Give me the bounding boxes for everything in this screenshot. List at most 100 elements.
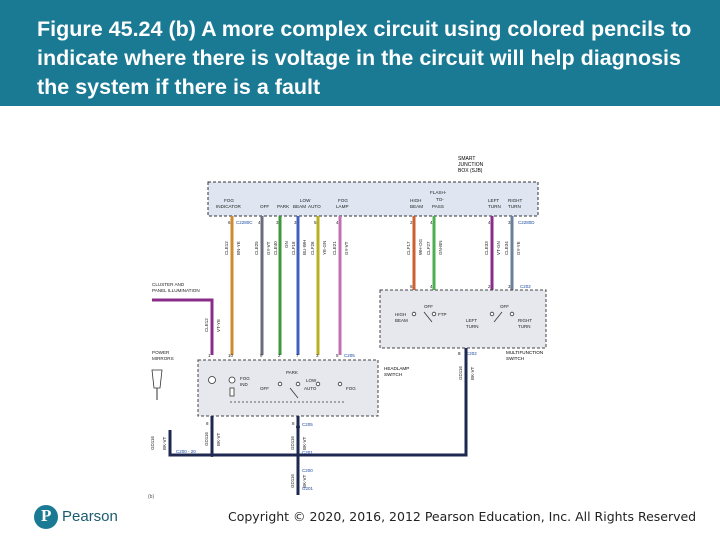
multifunction-connector: C202 <box>520 284 531 289</box>
ground-label: GD116 <box>150 436 155 450</box>
multifunction-c202: C202 <box>466 351 477 356</box>
ground-wire <box>168 348 468 457</box>
wire-label: CLE12 <box>224 241 229 255</box>
ground-label: BK-VT <box>302 474 307 488</box>
pin-number: 2 <box>488 284 491 289</box>
smart-junction-box <box>207 181 539 217</box>
pearson-logo-text: Pearson <box>62 508 118 525</box>
wire-label: GN <box>284 241 289 248</box>
sjb-connector-c: C2280C <box>236 220 253 225</box>
wiring-diagram: SMART JUNCTION BOX (SJB) FOG INDICATOR O… <box>148 156 547 500</box>
wire-label: CLF26 <box>310 241 315 255</box>
ground-label: GD116 <box>204 432 209 446</box>
wire-label: GY-VT <box>344 241 349 255</box>
switch-label: TURN <box>466 324 479 329</box>
wire-label: VT-YE <box>216 319 221 332</box>
pin-number: 7 <box>296 353 299 358</box>
switch-label: PARK <box>286 370 298 375</box>
pin-number: 6 <box>228 220 231 225</box>
relay-label: AUTO <box>308 204 321 209</box>
pin-number: 8 <box>292 421 295 426</box>
pin-number: 9 <box>260 353 263 358</box>
switch-label: OFF <box>260 386 269 391</box>
copyright-notice: Copyright © 2020, 2016, 2012 Pearson Edu… <box>228 509 697 524</box>
headlamp-connector: C205 <box>344 353 355 358</box>
wire-label: CLF27 <box>426 241 431 255</box>
headlamp-labels: FOG IND PARK LOW OFF AUTO FOG <box>240 370 356 391</box>
relay-label: PARK <box>277 204 290 209</box>
pin-number: 6 <box>410 284 413 289</box>
wire-label: GY-VT <box>266 241 271 255</box>
power-mirrors-connector <box>151 369 163 389</box>
switch-label: LEFT <box>466 318 477 323</box>
wire-cluster-illumination <box>152 298 214 355</box>
wire-label: CLE12 <box>204 318 209 332</box>
relay-label: FLASH- <box>430 190 447 195</box>
relay-label: LEFT <box>488 198 499 203</box>
pin-number: 4 <box>430 284 433 289</box>
wire-label: CLE25 <box>254 241 259 255</box>
multifunction-labels: HIGH BEAM OFF FTP LEFT TURN OFF RIGHT TU… <box>395 304 532 329</box>
figure-part-label: (b) <box>148 494 154 500</box>
splice-label: C201 <box>302 450 313 455</box>
switch-label: HIGH <box>395 312 406 317</box>
ground-label: BK-VT <box>216 432 221 446</box>
splice-label: C205 <box>302 422 313 427</box>
wire-label: BN-YE <box>236 241 241 255</box>
switch-label: FOG <box>240 376 250 381</box>
relay-label: LOW <box>300 198 311 203</box>
multifunction-switch <box>379 289 547 349</box>
slide-title: Figure 45.24 (b) A more complex circuit … <box>37 17 692 99</box>
relay-label: PASS <box>432 204 444 209</box>
relay-label: TURN <box>508 204 521 209</box>
ground-label: GD116 <box>458 366 463 380</box>
sjb-label-1: SMART <box>458 156 475 162</box>
relay-label: INDICATOR <box>216 204 242 209</box>
wire-label: GY-YE <box>516 241 521 255</box>
relay-label: BEAM <box>293 204 306 209</box>
sjb-label-2: JUNCTION <box>458 162 484 168</box>
headlamp-name-1: HEADLAMP <box>384 366 409 371</box>
sjb-connector-d: C2280D <box>518 220 535 225</box>
wire-label: GN-BN <box>438 241 443 256</box>
relay-label: BEAM <box>410 204 423 209</box>
ground-label: BK-VT <box>470 366 475 380</box>
cluster-label: CLUSTER AND <box>152 282 185 287</box>
wire-label: CLF18 <box>291 241 296 255</box>
wire-label: CLE21 <box>332 241 337 255</box>
splice-labels: C205 C201 C200 C200 - 20 G201 <box>176 422 314 491</box>
switch-label: OFF <box>500 304 509 309</box>
relay-label: OFF <box>260 204 269 209</box>
headlamp-name-2: SWITCH <box>384 372 402 377</box>
mirrors-label: MIRRORS <box>152 356 174 361</box>
ground-label: GD116 <box>290 436 295 450</box>
multifunction-name-1: MULTIFUNCTION <box>506 350 543 355</box>
wire-label: CLE33 <box>484 241 489 255</box>
relay-label: FOG <box>224 198 234 203</box>
splice-dots <box>210 425 300 457</box>
switch-label: TURN <box>518 324 531 329</box>
pin-number: 8 <box>206 421 209 426</box>
sjb-pin-numbers: 6 47 31 30 51 48 27 43 42 39 <box>228 220 514 225</box>
wire-labels: CLE12 BN-YE CLE25 GY-VT CLE40 GN CLF18 B… <box>204 239 521 332</box>
switch-label: BEAM <box>395 318 408 323</box>
switch-label: OFF <box>424 304 433 309</box>
wire-label: CLF17 <box>406 241 411 255</box>
sjb-label-3: BOX (SJB) <box>458 168 483 174</box>
relay-label: TURN <box>488 204 501 209</box>
wire-label: CLE40 <box>273 241 278 255</box>
switch-label: IND <box>240 382 249 387</box>
ground-label: BK-VT <box>302 436 307 450</box>
multifunction-contacts <box>411 311 515 323</box>
header-bar: Figure 45.24 (b) A more complex circuit … <box>0 0 720 106</box>
left-labels: CLUSTER AND PANEL ILLUMINATION POWER MIR… <box>152 282 200 361</box>
ground-label: BK-VT <box>162 436 167 450</box>
switch-label: RIGHT <box>518 318 532 323</box>
sjb-relay-labels: FOG INDICATOR OFF PARK LOW BEAM AUTO FOG… <box>216 190 522 209</box>
pearson-logo-icon: P <box>34 505 58 529</box>
wire-label: CLE34 <box>504 241 509 255</box>
ground-label: GD116 <box>290 474 295 488</box>
relay-label: FOG <box>338 198 348 203</box>
switch-label: FOG <box>346 386 356 391</box>
pin-number: 3 <box>316 353 319 358</box>
